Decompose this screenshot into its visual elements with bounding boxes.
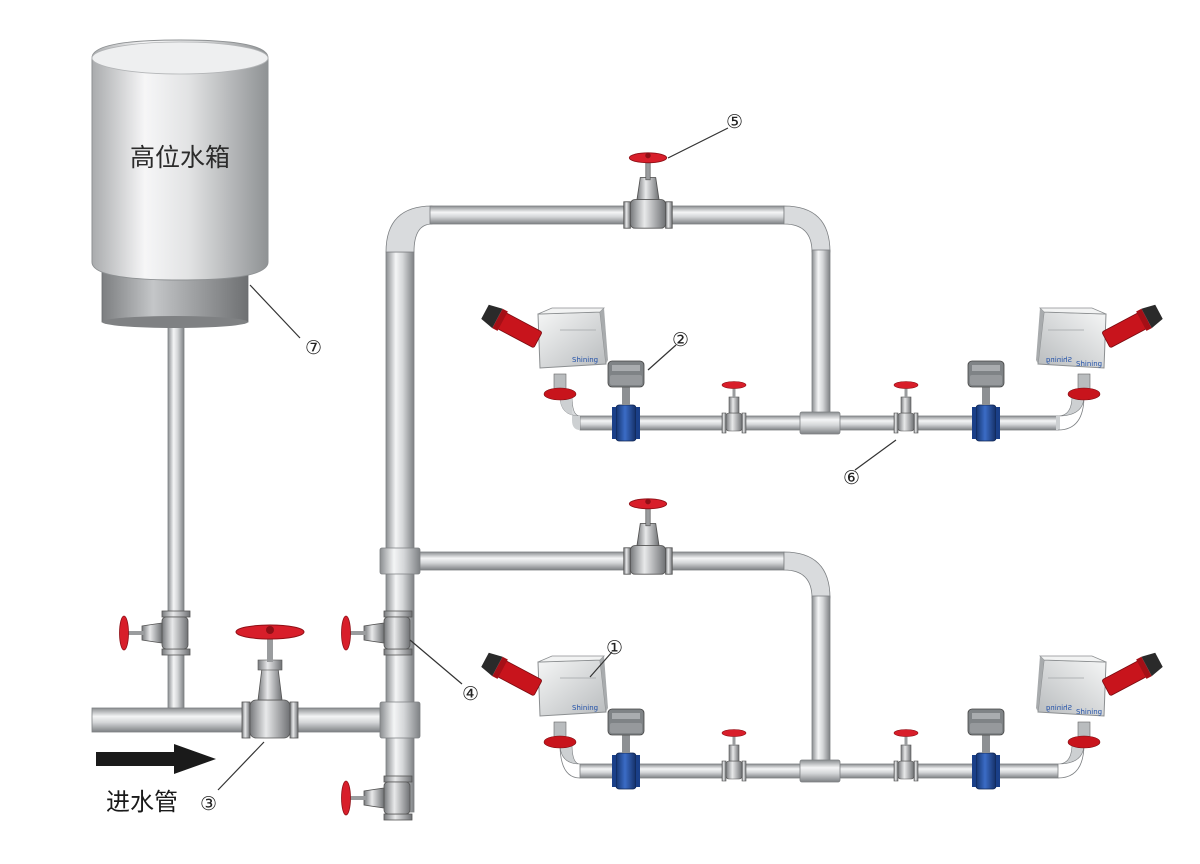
riser-gate-valve-icon[interactable] — [341, 610, 413, 656]
brand-label: Shining — [1076, 708, 1102, 716]
upper-branch-gate-valve-right-icon[interactable] — [893, 381, 919, 434]
callout-3: ③ — [200, 793, 217, 815]
callouts — [217, 127, 897, 791]
top-gate-valve-icon[interactable] — [623, 152, 673, 229]
upper-butterfly-valve-left-icon[interactable] — [607, 360, 645, 442]
upper-fire-monitor-left-icon[interactable] — [479, 301, 609, 401]
lower-fire-monitor-right-icon[interactable] — [1035, 649, 1165, 749]
lower-butterfly-valve-right-icon[interactable] — [967, 708, 1005, 790]
inlet-label: 进水管 — [106, 788, 178, 816]
upper-fire-monitor-right-icon[interactable] — [1035, 301, 1165, 401]
main-gate-valve-icon[interactable] — [235, 624, 305, 739]
callout-6: ⑥ — [843, 467, 860, 489]
lower-fire-monitor-left-icon[interactable] — [479, 649, 609, 749]
lower-butterfly-valve-left-icon[interactable] — [607, 708, 645, 790]
upper-butterfly-valve-right-icon[interactable] — [967, 360, 1005, 442]
callout-4: ④ — [462, 683, 479, 705]
lower-branch-gate-valve-right-icon[interactable] — [893, 729, 919, 782]
pipe-network — [91, 205, 1085, 813]
flow-arrow-icon — [96, 744, 216, 774]
callout-5: ⑤ — [726, 111, 743, 133]
upper-branch-gate-valve-left-icon[interactable] — [721, 381, 747, 434]
callout-7: ⑦ — [305, 337, 322, 359]
tank-riser-gate-valve-icon[interactable] — [119, 610, 191, 656]
callout-2: ② — [672, 329, 689, 351]
water-tank-icon: 高位水箱 — [91, 39, 269, 328]
callout-1: ① — [606, 637, 623, 659]
tank-label: 高位水箱 — [130, 143, 230, 172]
drain-gate-valve-icon[interactable] — [341, 775, 413, 821]
lower-branch-gate-valve-left-icon[interactable] — [721, 729, 747, 782]
middle-gate-valve-icon[interactable] — [623, 498, 673, 575]
brand-label: Shining — [1076, 360, 1102, 368]
